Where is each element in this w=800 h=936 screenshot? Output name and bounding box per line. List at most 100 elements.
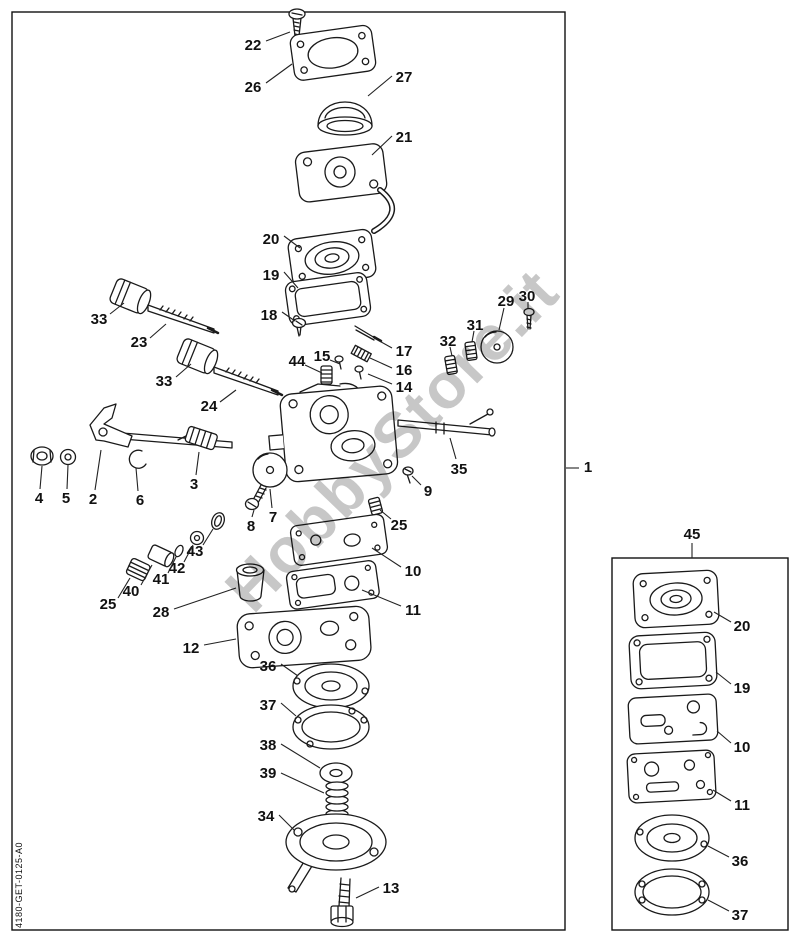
callout-13: 13 [383,880,400,897]
callout-6: 6 [136,492,144,509]
leader-line-42 [183,544,194,563]
callout-21: 21 [396,129,413,146]
part-cover-34 [285,813,387,893]
part-bushing-40 [147,544,175,568]
part-screw-9 [402,466,414,484]
callout-37: 37 [732,907,749,924]
callout-5: 5 [62,490,70,507]
callout-36: 36 [732,853,749,870]
leader-line-9 [411,475,422,486]
callout-37: 37 [260,697,277,714]
parts-artwork [30,8,720,928]
part-cover-plate-26 [289,24,377,81]
leader-line-5 [66,464,69,490]
part-spring-16 [350,344,372,363]
callout-33: 33 [156,373,173,390]
callout-39: 39 [260,765,277,782]
callout-36: 36 [260,658,277,675]
part-valve-33a [109,278,152,315]
part-screw-22 [288,8,306,37]
leader-line-41 [167,556,177,574]
leader-line-32 [449,346,453,357]
leader-line-25 [379,509,392,520]
leader-line-33 [175,363,192,378]
callout-19: 19 [734,680,751,697]
callout-27: 27 [396,69,413,86]
part-gasket-19 [284,272,372,326]
callout-22: 22 [245,37,262,54]
leader-line-28 [173,587,237,610]
part-oring-43 [211,512,225,530]
leader-line-10 [371,547,402,568]
leader-line-21 [371,135,393,156]
callout-20: 20 [734,618,751,635]
part-screw-14 [354,365,364,380]
callout-20: 20 [263,231,280,248]
part-diaphragm-36 [292,663,370,709]
leader-line-15 [329,359,341,365]
part-spring-44 [320,365,333,385]
part-pump-housing-12 [236,605,372,669]
part-primer-bulb-27 [317,101,373,136]
detail-part-20 [632,569,720,629]
leader-line-40 [140,564,153,586]
part-pin-41 [174,544,184,558]
leader-line-25 [117,577,131,599]
part-needle-24 [213,366,284,397]
part-screw-18 [291,317,307,337]
callout-42: 42 [169,560,186,577]
part-screw-13 [330,877,354,928]
leader-line-11 [712,789,732,802]
callout-40: 40 [123,583,140,600]
callout-24: 24 [201,398,218,415]
part-disc-7 [252,452,288,488]
part-valve-33b [176,338,219,375]
leader-line-4 [39,465,43,490]
callout-44: 44 [289,353,306,370]
detail-part-37 [634,868,710,916]
leader-line-27 [367,75,393,97]
leader-line-22 [265,31,291,42]
callout-45: 45 [684,526,701,543]
callout-19: 19 [263,267,280,284]
leader-line-16 [369,357,393,369]
part-clip-6 [128,449,147,469]
leader-line-14 [367,373,393,385]
part-spring-3 [177,425,218,451]
main-assembly-frame [11,11,566,931]
leader-line-37 [280,702,297,717]
callout-32: 32 [440,333,457,350]
part-gasket-11 [285,560,380,610]
callout-15: 15 [314,348,331,365]
part-spring-39 [325,781,349,819]
callout-8: 8 [247,518,255,535]
document-code: 4180-GET-0125-A0 [14,841,24,928]
callout-16: 16 [396,362,413,379]
callout-23: 23 [131,334,148,351]
detail-part-36 [634,814,710,862]
part-needle-23 [147,304,220,335]
callout-43: 43 [187,543,204,560]
leader-line-19 [283,271,299,289]
part-gasket-37 [292,704,370,750]
leader-line-6 [135,467,139,492]
detail-part-19 [628,631,718,690]
callout-30: 30 [519,288,536,305]
part-screw-30 [523,307,535,330]
callout-31: 31 [467,317,484,334]
leader-line-3 [195,451,200,476]
part-plate-10 [289,513,389,566]
leader-line-43 [202,528,214,546]
leader-line-19 [715,671,732,685]
leader-line-18 [281,311,296,322]
leader-line-17 [373,337,393,349]
leader-line-31 [471,330,475,343]
callout-28: 28 [153,604,170,621]
part-plug-28 [235,563,265,602]
leader-line-35 [449,437,457,460]
leader-line-11 [361,589,402,607]
callout-2: 2 [89,491,97,508]
